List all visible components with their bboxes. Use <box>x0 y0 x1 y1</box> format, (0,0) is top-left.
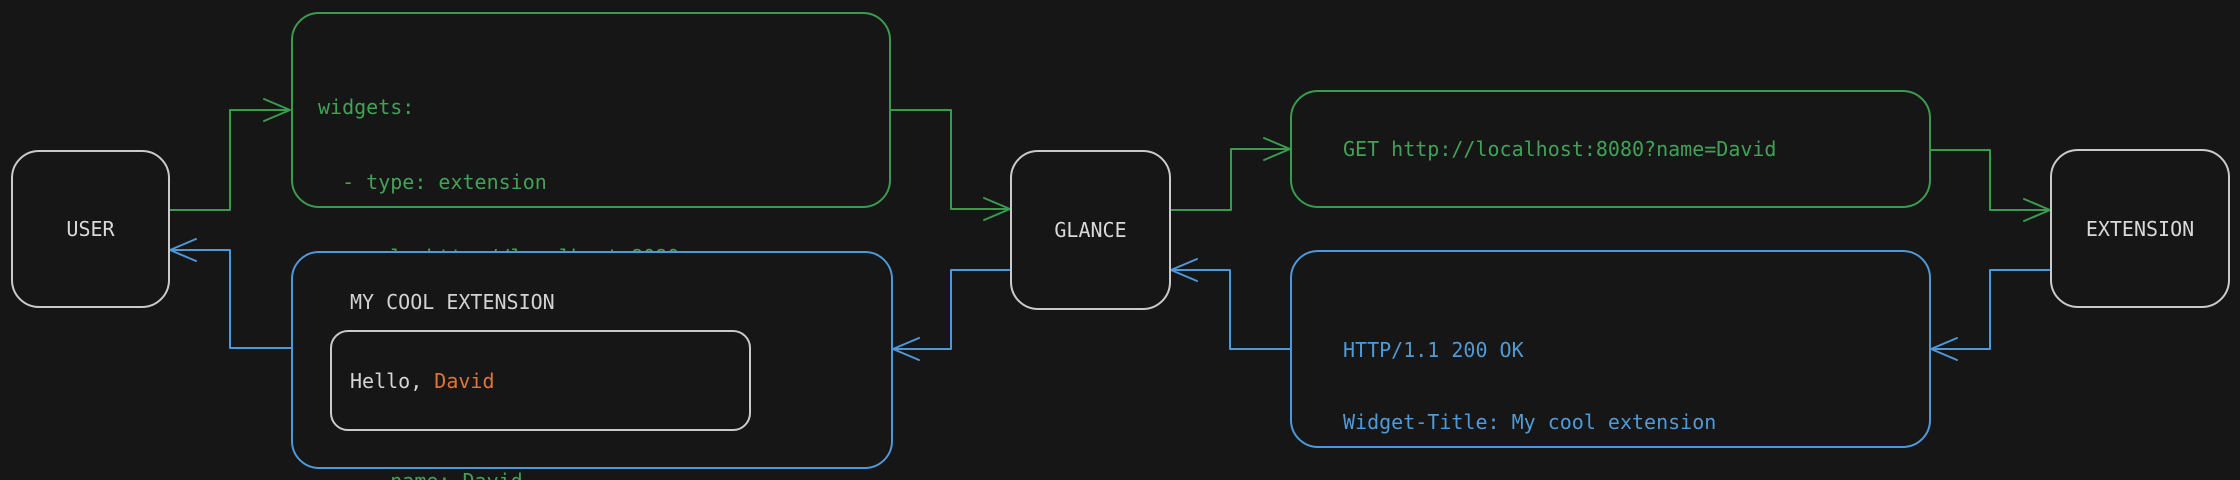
node-glance-label: GLANCE <box>1054 218 1127 242</box>
greeting-prefix: Hello, <box>350 368 435 393</box>
flow-widget-to-user <box>169 238 292 349</box>
arrowhead-left-icon <box>1170 258 1198 282</box>
arrowhead-left-icon <box>169 238 197 262</box>
greeting-name: David <box>434 368 495 393</box>
node-extension: EXTENSION <box>2050 149 2230 308</box>
arrowhead-left-icon <box>892 337 920 361</box>
response-line: Widget-Title: My cool extension <box>1343 409 1717 434</box>
yaml-line: - type: extension <box>318 169 547 194</box>
yaml-line: name: David <box>318 468 824 480</box>
node-user-label: USER <box>66 217 115 241</box>
flow-user-to-config <box>169 98 291 211</box>
yaml-line: widgets: <box>318 95 415 119</box>
http-response-code: HTTP/1.1 200 OK Widget-Title: My cool ex… <box>1343 291 1909 480</box>
arrowhead-right-icon <box>263 98 291 122</box>
http-request-line: GET http://localhost:8080?name=David <box>1343 137 1777 161</box>
config-yaml-box: widgets: - type: extension url: http://l… <box>291 12 891 480</box>
response-line: HTTP/1.1 200 OK <box>1343 338 1524 362</box>
flow-extension-to-response <box>1930 269 2051 361</box>
flow-config-to-glance <box>890 109 1011 221</box>
flow-glance-to-request <box>1170 137 1291 211</box>
arrowhead-left-icon <box>1930 337 1958 361</box>
greeting-card: Hello, David <box>330 330 751 431</box>
node-glance: GLANCE <box>1010 150 1171 310</box>
node-extension-label: EXTENSION <box>2085 216 2195 241</box>
flow-request-to-extension <box>1930 149 2051 222</box>
flow-glance-to-widget <box>892 269 1011 361</box>
widget-preview-box: MY COOL EXTENSION Hello, David <box>291 251 893 469</box>
node-user: USER <box>11 150 170 308</box>
http-request-box: GET http://localhost:8080?name=David <box>1290 90 1931 208</box>
widget-title: MY COOL EXTENSION <box>350 290 555 314</box>
flow-response-to-glance <box>1170 258 1291 350</box>
http-response-box: HTTP/1.1 200 OK Widget-Title: My cool ex… <box>1290 250 1931 448</box>
